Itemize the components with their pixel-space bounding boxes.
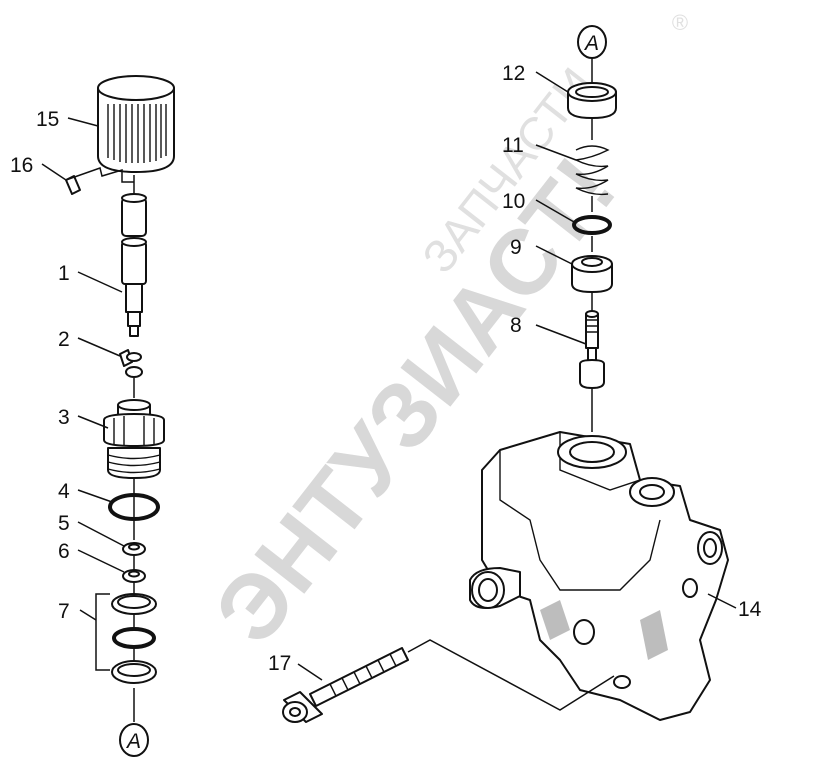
connector-a-right-label: A xyxy=(583,32,599,55)
part-16-clip xyxy=(65,167,134,195)
part-3-valve-body xyxy=(103,399,165,479)
part-11-spring xyxy=(573,145,610,196)
part-2-washer xyxy=(119,349,143,378)
watermark-registered: ® xyxy=(672,10,688,35)
callout-8: 8 xyxy=(510,314,522,337)
part-15-knob xyxy=(97,75,175,173)
part-7-seal-set xyxy=(95,593,157,684)
callout-2: 2 xyxy=(58,328,70,351)
part-6-washer xyxy=(122,569,146,583)
part-9-valve-seat xyxy=(571,255,613,293)
connector-a-left: A xyxy=(119,723,149,757)
callout-9: 9 xyxy=(510,236,522,259)
callout-numbers: 15 16 1 2 3 4 5 6 7 12 11 10 9 8 14 17 xyxy=(10,62,762,675)
callout-17: 17 xyxy=(268,652,291,675)
callout-3: 3 xyxy=(58,406,70,429)
part-14-pump-head xyxy=(469,431,729,721)
connector-a-right: A xyxy=(577,25,607,59)
callout-4: 4 xyxy=(58,480,70,503)
connector-a-left-label: A xyxy=(125,730,141,753)
part-17-bolt xyxy=(282,639,615,723)
part-12-seal-cup xyxy=(567,82,617,119)
callout-14: 14 xyxy=(738,598,762,621)
callout-1: 1 xyxy=(58,262,70,285)
part-8-valve-pin xyxy=(579,310,605,389)
callout-6: 6 xyxy=(58,540,70,563)
part-10-o-ring xyxy=(572,215,612,235)
callout-12: 12 xyxy=(502,62,525,85)
part-5-washer xyxy=(122,542,146,556)
callout-10: 10 xyxy=(502,190,525,213)
callout-leaders xyxy=(41,71,737,681)
callout-5: 5 xyxy=(58,512,70,535)
callout-16: 16 xyxy=(10,154,33,177)
callout-11: 11 xyxy=(502,134,524,157)
callout-15: 15 xyxy=(36,108,59,131)
part-4-o-ring xyxy=(108,493,160,521)
callout-7: 7 xyxy=(58,600,70,623)
part-1-stem xyxy=(121,193,147,337)
